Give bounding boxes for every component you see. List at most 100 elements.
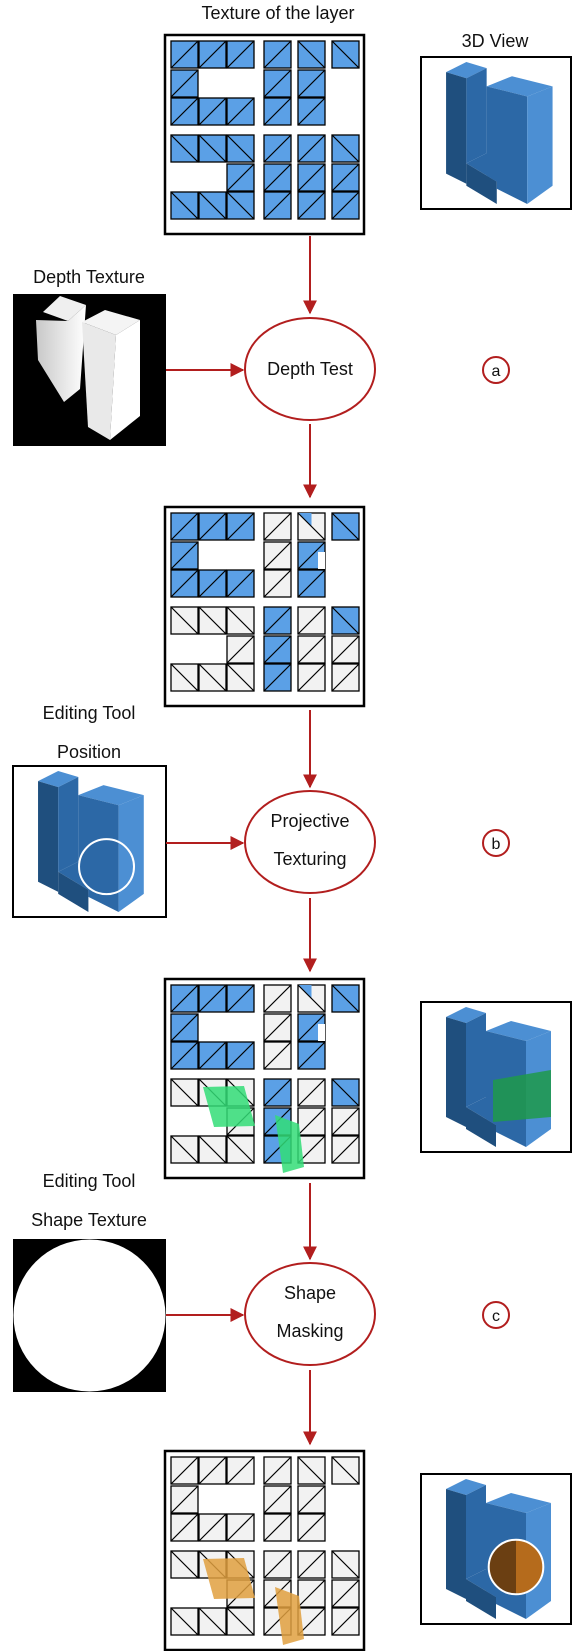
layer-texture-grid-original [163,33,366,236]
texture-tile [198,606,227,635]
texture-tile [198,512,227,541]
texture-tile [198,1513,227,1542]
texture-tile [331,134,360,163]
texture-tile [170,569,199,598]
texture-tile [170,984,199,1013]
texture-tile [226,40,255,69]
texture-tile [263,984,292,1013]
shape-masking-label-line2: Masking [276,1321,343,1341]
texture-tile [331,163,360,192]
texture-tile [331,663,360,692]
texture-tile [198,191,227,220]
texture-tile [198,1456,227,1485]
shape-masking-node: Shape Masking [244,1262,376,1366]
texture-tile [226,663,255,692]
texture-tile [226,569,255,598]
texture-tile [170,1485,199,1514]
texture-tile [297,1485,326,1514]
texture-tile [331,1456,360,1485]
texture-tile [226,1041,255,1070]
texture-tile [297,1456,326,1485]
texture-tile [198,569,227,598]
layer-texture-grid-depth-tested [163,505,366,708]
texture-tile [331,1135,360,1164]
texture-tile [226,606,255,635]
texture-tile [331,40,360,69]
flow-arrows [166,236,317,1446]
depth-texture-image [13,294,166,446]
texture-tile [297,97,326,126]
texture-tile [263,1513,292,1542]
texture-tile [263,635,292,664]
texture-tile [263,1550,292,1579]
texture-tile [170,40,199,69]
texture-tile [297,569,326,598]
texture-tile [198,1607,227,1636]
texture-tile [263,134,292,163]
texture-tile [331,984,360,1013]
texture-tile [331,1107,360,1136]
projective-texturing-label-line1: Projective [270,811,349,831]
texture-tile [263,191,292,220]
texture-tile [263,1485,292,1514]
texture-tile [263,512,292,541]
texture-tile [170,1456,199,1485]
texture-tile [263,606,292,635]
3d-view-label: 3D View [462,31,530,51]
texture-tile [170,1550,199,1579]
texture-tile [297,663,326,692]
texture-tile [226,163,255,192]
green-overlay [203,1086,304,1173]
texture-tile [198,1041,227,1070]
depth-texture-label: Depth Texture [33,267,145,287]
texture-tile [297,512,326,541]
texture-tile [170,134,199,163]
texture-tile [170,1013,199,1042]
3d-view-projected-image [420,1001,572,1153]
3d-view-image [420,56,572,210]
texture-tile [297,984,326,1013]
step-tag-a-label: a [492,363,501,380]
texture-tile [297,1513,326,1542]
texture-tile [170,1607,199,1636]
texture-tile [226,1513,255,1542]
texture-tile [297,69,326,98]
step-tag-c-label: c [492,1308,500,1325]
texture-tile [170,1041,199,1070]
texture-tile [263,69,292,98]
texture-tile [198,663,227,692]
shape-texture-image [13,1239,166,1392]
texture-tile [170,97,199,126]
texture-tile [198,40,227,69]
texture-tile [297,1078,326,1107]
texture-tile [170,1135,199,1164]
texture-tile [263,1456,292,1485]
texture-tile [297,1013,326,1042]
texture-tile [297,606,326,635]
texture-tile [226,191,255,220]
projective-texturing-label-line2: Texturing [273,849,346,869]
depth-test-label: Depth Test [267,359,353,379]
texture-tile [263,97,292,126]
texture-tile [263,1078,292,1107]
texture-tile [331,1078,360,1107]
texture-tile [297,191,326,220]
texture-tile [226,1135,255,1164]
texture-tile [170,191,199,220]
texture-tile [263,1013,292,1042]
texture-tile [297,1041,326,1070]
step-tag-a: a [482,356,510,384]
texture-tile [331,512,360,541]
texture-tile [263,541,292,570]
texture-tile [226,1456,255,1485]
texture-tile [198,97,227,126]
texture-tile [331,1607,360,1636]
texture-tile [331,635,360,664]
editing-tool-position-label-line1: Editing Tool [43,703,136,723]
texture-tile [170,69,199,98]
step-tag-b: b [482,829,510,857]
texture-tile [331,1579,360,1608]
editing-tool-position-image [12,765,167,918]
editing-tool-position-label-line2: Position [57,742,121,762]
